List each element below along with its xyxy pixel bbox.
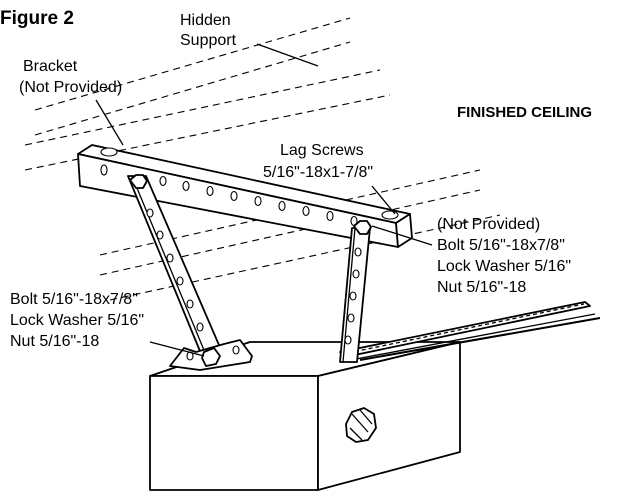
lag-screws-label-line2: 5/16"-18x1-7/8" bbox=[263, 164, 373, 181]
light-lens-icon bbox=[345, 407, 377, 443]
left-hardware-line1: Bolt 5/16"-18x7/8" bbox=[10, 291, 138, 308]
right-top-nut-icon bbox=[353, 220, 372, 235]
rail-track bbox=[339, 301, 601, 363]
bracket-label-line1: Bracket bbox=[23, 58, 78, 75]
right-hardware-line1: (Not Provided) bbox=[437, 216, 540, 233]
left-hanging-strap bbox=[127, 174, 223, 357]
right-hardware-line4: Nut 5/16"-18 bbox=[437, 279, 526, 296]
left-hardware-line3: Nut 5/16"-18 bbox=[10, 333, 99, 350]
finished-ceiling-label: FINISHED CEILING bbox=[457, 104, 592, 121]
bracket-label-line2: (Not Provided) bbox=[19, 79, 122, 96]
leader-lines bbox=[95, 43, 433, 357]
hidden-support-label-line1: Hidden bbox=[180, 12, 231, 29]
housing-mount-bracket bbox=[169, 339, 253, 371]
figure-title: Figure 2 bbox=[0, 8, 74, 29]
right-hardware-line3: Lock Washer 5/16" bbox=[437, 258, 571, 275]
lag-screws-label-line1: Lag Screws bbox=[280, 142, 364, 159]
right-hardware-line2: Bolt 5/16"-18x7/8" bbox=[437, 237, 565, 254]
left-top-nut-icon bbox=[129, 174, 148, 189]
bracket-holes bbox=[100, 164, 358, 227]
hidden-support-label-line2: Support bbox=[180, 32, 237, 49]
housing-bolt-icon bbox=[201, 347, 221, 367]
right-hanging-strap bbox=[339, 220, 372, 363]
bracket-angle-iron bbox=[77, 144, 413, 248]
left-hardware-line2: Lock Washer 5/16" bbox=[10, 312, 144, 329]
